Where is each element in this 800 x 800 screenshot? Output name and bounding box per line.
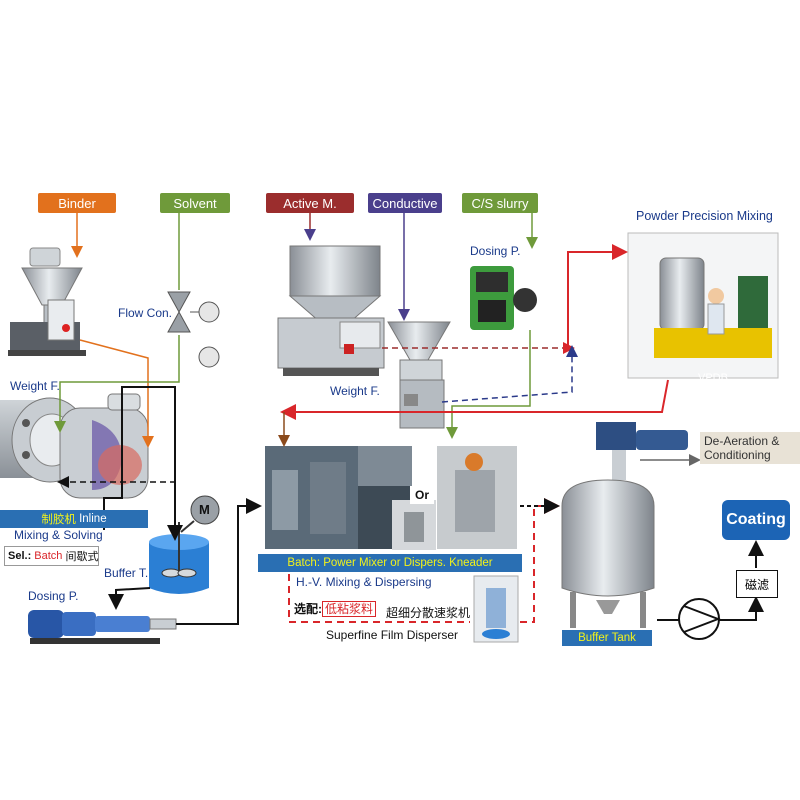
magnetic-filter-box: 磁滤 xyxy=(736,570,778,598)
optional-label: 选配:低粘浆料 xyxy=(294,600,377,617)
mixing-solving-label: Mixing & Solving xyxy=(14,528,103,542)
sel-cn: 间歇式 xyxy=(65,551,99,563)
vpdb-label: VPDB xyxy=(698,372,728,384)
inline-mixer-bar: 制胶机 Inline xyxy=(0,510,148,528)
powder-precision-mixing-label: Powder Precision Mixing xyxy=(636,209,773,223)
coating-box: Coating xyxy=(722,500,790,540)
buffer-t-label: Buffer T. xyxy=(104,566,149,580)
pump-to-batch-black xyxy=(176,498,262,625)
inline-bar-en: Inline xyxy=(79,513,107,525)
weight-feeder-1-illustration xyxy=(8,247,86,356)
batch-mixer-photos xyxy=(265,446,517,550)
weight-feeder-2-illustration xyxy=(277,245,451,429)
conductive-dashed-feed xyxy=(441,345,578,403)
motor-label: M xyxy=(199,502,210,517)
or-label: Or xyxy=(410,486,434,504)
dosing-pump-top-illustration xyxy=(470,266,537,330)
pump-to-filter-black xyxy=(719,596,764,621)
motor-icon xyxy=(180,495,220,533)
solvent-label: Solvent xyxy=(160,193,230,213)
vpdb-mixer-illustration xyxy=(627,232,779,379)
vpdb-to-batch-red-line xyxy=(280,379,669,420)
buffer-tank-bar: Buffer Tank xyxy=(562,630,652,646)
sel-prefix: Sel.: xyxy=(8,550,32,562)
superfine-disperser-illustration xyxy=(473,575,519,643)
optional-value: 低粘浆料 xyxy=(322,601,377,617)
binder-label: Binder xyxy=(38,193,116,213)
buffer-tank-small-icon xyxy=(149,522,209,594)
deaeration-box: De-Aeration & Conditioning xyxy=(700,432,800,464)
hv-mixing-label: H.-V. Mixing & Dispersing xyxy=(296,575,432,589)
red-dashed-to-tank xyxy=(520,498,560,623)
to-vpdb-red-line xyxy=(567,244,628,348)
dosing-p-bottom-label: Dosing P. xyxy=(28,589,79,603)
slurry-down-line xyxy=(446,330,531,439)
transfer-pump-icon xyxy=(678,598,721,640)
selection-box: Sel.: Batch 间歇式 xyxy=(4,546,99,566)
weight-f-2-label: Weight F. xyxy=(330,384,380,398)
inline-bar-cn: 制胶机 xyxy=(41,514,76,526)
optional-prefix: 选配: xyxy=(294,602,322,616)
superfine-cn-label: 超细分散速浆机 xyxy=(386,606,471,620)
sel-value: Batch xyxy=(34,550,63,562)
cs-slurry-label: C/S slurry xyxy=(462,193,538,213)
superfine-en-label: Superfine Film Disperser xyxy=(326,628,459,642)
binder-to-mixer-line xyxy=(79,339,154,448)
inline-recirculate xyxy=(103,386,183,541)
dosing-pump-bottom-illustration xyxy=(28,610,177,644)
active-material-label: Active M. xyxy=(266,193,354,213)
flow-control-valve-icon xyxy=(167,291,220,368)
optional-red-dashed-loop xyxy=(288,574,470,623)
solvent-to-mixer-line xyxy=(54,335,180,433)
batch-mixer-bar: Batch: Power Mixer or Dispers. Kneader xyxy=(258,554,522,572)
dosing-p-top-label: Dosing P. xyxy=(470,244,521,258)
buffer-tank-illustration xyxy=(561,422,688,628)
weight-f-1-label: Weight F. xyxy=(10,379,60,393)
buffer-t-to-pump xyxy=(108,587,151,610)
flow-con-label: Flow Con. xyxy=(118,306,173,320)
conductive-label: Conductive xyxy=(368,193,442,213)
